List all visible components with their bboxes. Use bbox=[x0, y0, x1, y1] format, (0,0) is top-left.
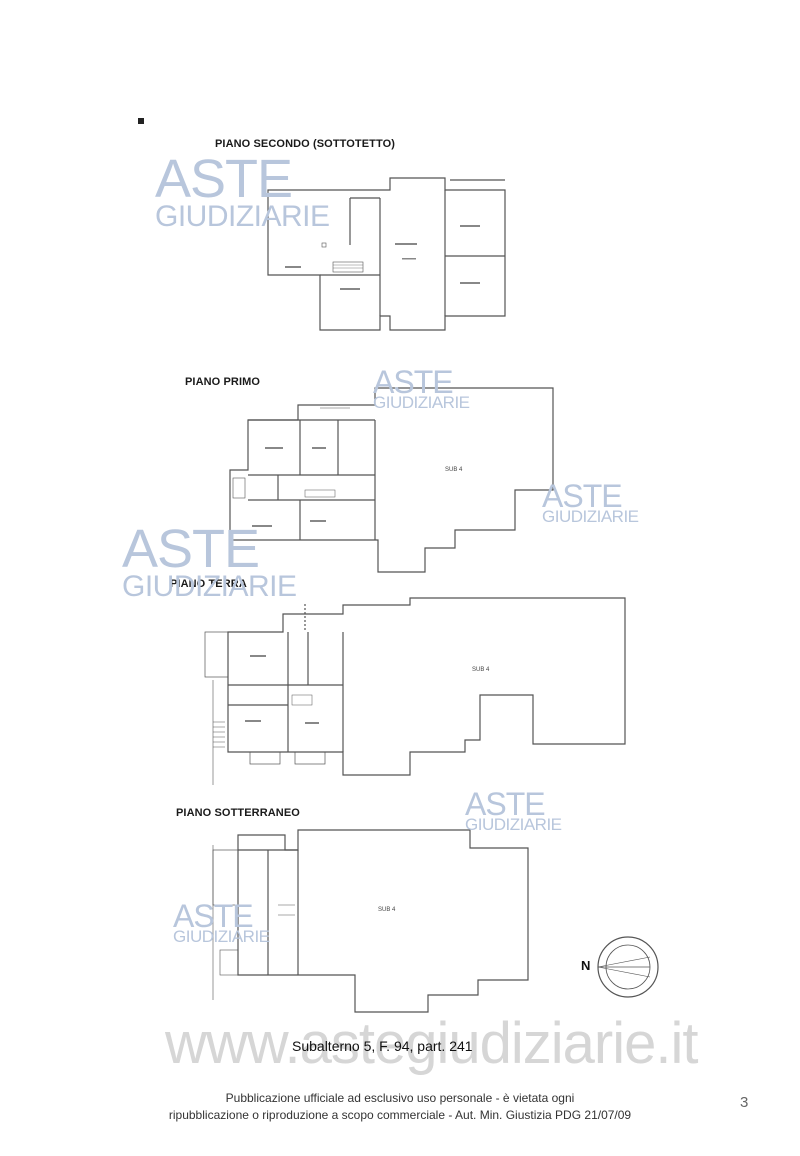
watermark-logo-2: ASTE GIUDIZIARIE bbox=[373, 364, 470, 412]
footer-line-1: Pubblicazione ufficiale ad esclusivo uso… bbox=[225, 1091, 575, 1105]
floor-title-ground: PIANO TERRA bbox=[170, 578, 247, 590]
floor-title-basement: PIANO SOTTERRANEO bbox=[176, 807, 300, 819]
page-number: 3 bbox=[740, 1094, 749, 1111]
north-label: N bbox=[581, 958, 591, 973]
bullet-mark bbox=[138, 118, 144, 124]
plan-basement bbox=[237, 829, 529, 1013]
plan-ground-floor bbox=[227, 597, 626, 776]
floor-title-first: PIANO PRIMO bbox=[185, 376, 261, 388]
sub-label-ground: SUB 4 bbox=[472, 667, 490, 673]
plan-second-floor bbox=[267, 177, 506, 331]
compass-rose bbox=[597, 936, 659, 998]
watermark-logo-1: ASTE GIUDIZIARIE bbox=[155, 149, 330, 233]
plan-first-floor bbox=[229, 387, 554, 573]
sub-label-basement: SUB 4 bbox=[378, 907, 396, 913]
floor-title-second: PIANO SECONDO (SOTTOTETTO) bbox=[215, 138, 396, 150]
footer-notice: Pubblicazione ufficiale ad esclusivo uso… bbox=[120, 1090, 680, 1124]
sub-label-first: SUB 4 bbox=[445, 467, 463, 473]
watermark-logo-3: ASTE GIUDIZIARIE bbox=[542, 478, 639, 526]
footer-line-2: ripubblicazione o riproduzione a scopo c… bbox=[168, 1108, 632, 1122]
website-watermark: www.astegiudiziarie.it bbox=[165, 1011, 698, 1076]
plan-caption: Subalterno 5, F. 94, part. 241 bbox=[292, 1038, 473, 1054]
watermark-logo-6: ASTE GIUDIZIARIE bbox=[173, 898, 270, 946]
watermark-logo-4: ASTE GIUDIZIARIE bbox=[122, 519, 297, 603]
watermark-logo-5: ASTE GIUDIZIARIE bbox=[465, 786, 562, 834]
